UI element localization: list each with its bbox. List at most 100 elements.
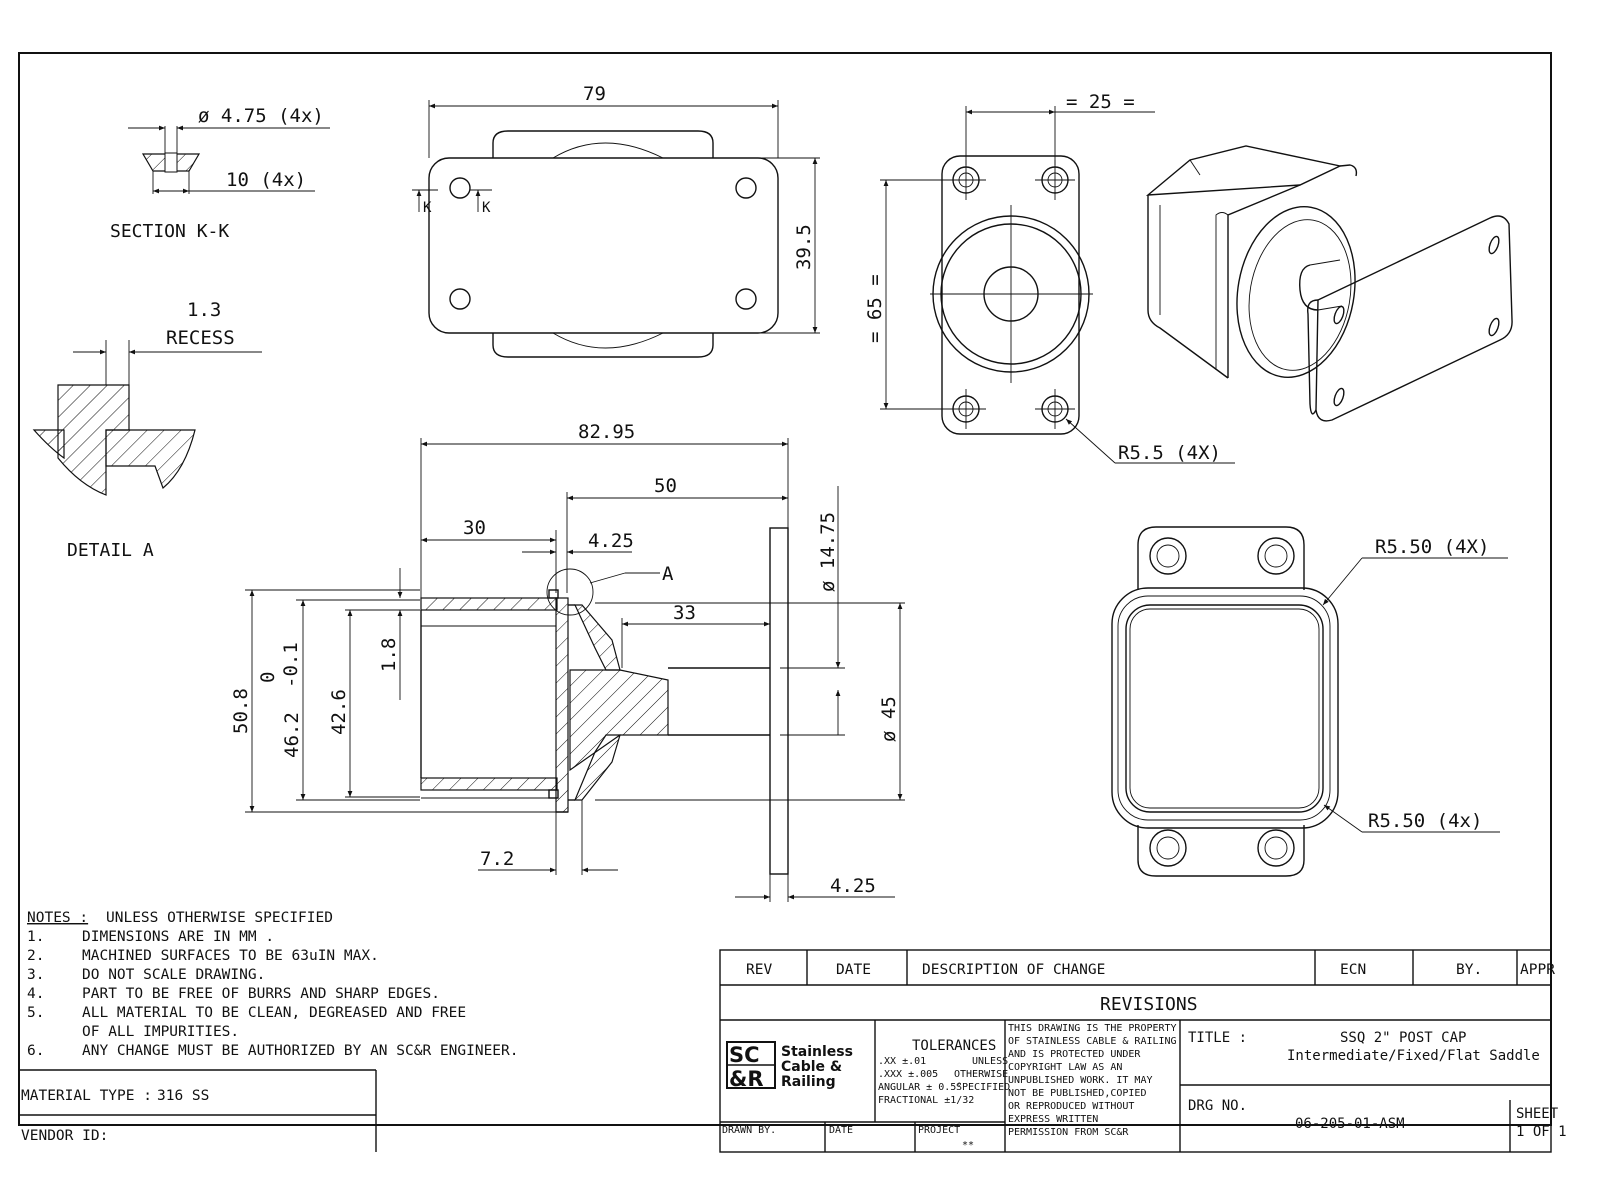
note-5-num: 5. — [27, 1005, 44, 1021]
svg-text:ANGULAR ± 0.5°: ANGULAR ± 0.5° — [878, 1082, 962, 1093]
material-value: 316 SS — [157, 1088, 209, 1104]
note-3-num: 3. — [27, 967, 44, 983]
svg-text:OTHERWISE: OTHERWISE — [954, 1069, 1008, 1080]
svg-text:&R: &R — [729, 1067, 763, 1091]
svg-text:.XXX ±.005: .XXX ±.005 — [878, 1069, 938, 1080]
recess-value: 1.3 — [187, 299, 221, 321]
dim-46-2: 46.2 — [281, 712, 303, 758]
radius-5-50-top-dim: R5.50 (4X) — [1375, 536, 1489, 558]
dim-4-25-top: 4.25 — [588, 530, 634, 552]
dim-42-6: 42.6 — [328, 689, 350, 735]
svg-text:TOLERANCES: TOLERANCES — [912, 1038, 996, 1054]
detail-a-view: 1.3 RECESS DETAIL A — [32, 299, 262, 561]
note-1-num: 1. — [27, 929, 44, 945]
section-view: 82.95 50 30 4.25 A 33 — [230, 421, 905, 902]
tolerance-upper: 0 — [257, 672, 279, 683]
section-k-marker-right: K — [482, 200, 491, 216]
date-label: DATE — [829, 1125, 853, 1136]
note-5-cont: OF ALL IMPURITIES. — [82, 1024, 239, 1040]
section-kk-label: SECTION K-K — [110, 221, 229, 242]
appr-col-header: APPR — [1520, 962, 1555, 978]
title-label: TITLE : — [1188, 1030, 1247, 1046]
end-view: = 25 = = 65 = R5.5 (4X) — [864, 91, 1235, 464]
note-2-text: MACHINED SURFACES TO BE 63uIN MAX. — [82, 948, 379, 964]
note-4-text: PART TO BE FREE OF BURRS AND SHARP EDGES… — [82, 986, 440, 1002]
isometric-view — [1145, 145, 1513, 422]
detail-a-callout: A — [662, 563, 674, 585]
detail-a-label: DETAIL A — [67, 540, 154, 561]
company-logo: SC &R Stainless Cable & Railing — [726, 1041, 853, 1091]
general-notes: NOTES : UNLESS OTHERWISE SPECIFIED 1. DI… — [27, 910, 519, 1059]
drg-no-label: DRG NO. — [1188, 1098, 1247, 1114]
section-kk-view: ø 4.75 (4x) 10 (4x) SECTION K-K — [110, 105, 330, 242]
tolerances-block: TOLERANCES .XX ±.01 UNLESS .XXX ±.005 OT… — [878, 1038, 1010, 1106]
copyright-notice: THIS DRAWING IS THE PROPERTY OF STAINLES… — [1008, 1023, 1177, 1138]
rev-col-header: REV — [746, 962, 772, 978]
title-line-2: Intermediate/Fixed/Flat Saddle — [1287, 1048, 1540, 1064]
top-view: 79 39.5 K K — [412, 83, 820, 358]
dim-65: = 65 = — [864, 274, 886, 343]
dim-82-95: 82.95 — [578, 421, 635, 443]
radius-5-5-dim: R5.5 (4X) — [1118, 442, 1221, 464]
note-5-text: ALL MATERIAL TO BE CLEAN, DEGREASED AND … — [82, 1005, 466, 1021]
vendor-label: VENDOR ID: — [21, 1128, 108, 1144]
svg-text:UNPUBLISHED WORK. IT MAY: UNPUBLISHED WORK. IT MAY — [1008, 1075, 1153, 1086]
svg-text:EXPRESS WRITTEN: EXPRESS WRITTEN — [1008, 1114, 1098, 1125]
dim-79: 79 — [583, 83, 606, 105]
dim-25: = 25 = — [1066, 91, 1135, 113]
svg-text:.XX ±.01: .XX ±.01 — [878, 1056, 926, 1067]
svg-text:THIS DRAWING IS THE PROPERTY: THIS DRAWING IS THE PROPERTY — [1008, 1023, 1177, 1034]
drg-no-value: 06-205-01-ASM — [1295, 1116, 1405, 1132]
dim-1-8: 1.8 — [378, 638, 400, 672]
note-6-num: 6. — [27, 1043, 44, 1059]
title-line-1: SSQ 2" POST CAP — [1340, 1030, 1466, 1046]
bottom-view: R5.50 (4X) R5.50 (4x) — [1111, 526, 1508, 877]
svg-text:Stainless: Stainless — [781, 1044, 853, 1060]
radius-5-50-bottom-dim: R5.50 (4x) — [1368, 810, 1482, 832]
desc-col-header: DESCRIPTION OF CHANGE — [922, 962, 1105, 978]
project-label: PROJECT — [918, 1125, 960, 1136]
svg-text:SPECIFIED: SPECIFIED — [956, 1082, 1010, 1093]
notes-heading: NOTES : — [27, 910, 88, 926]
revisions-table: REV DATE DESCRIPTION OF CHANGE ECN BY. A… — [719, 949, 1555, 1153]
counterbore-dim: 10 (4x) — [226, 169, 306, 191]
recess-label: RECESS — [166, 327, 235, 349]
note-3-text: DO NOT SCALE DRAWING. — [82, 967, 265, 983]
tolerance-lower: -0.1 — [280, 642, 302, 688]
svg-text:Railing: Railing — [781, 1074, 836, 1090]
svg-text:FRACTIONAL ±1/32: FRACTIONAL ±1/32 — [878, 1095, 974, 1106]
svg-text:UNLESS: UNLESS — [972, 1056, 1008, 1067]
sheet-value: 1 OF 1 — [1516, 1124, 1567, 1140]
svg-text:PERMISSION FROM SC&R: PERMISSION FROM SC&R — [1008, 1127, 1129, 1138]
sheet-border — [18, 52, 1552, 1126]
svg-text:SC: SC — [729, 1043, 760, 1067]
svg-text:OF STAINLESS CABLE & RAILING: OF STAINLESS CABLE & RAILING — [1008, 1036, 1177, 1047]
hole-diameter-dim: ø 4.75 (4x) — [198, 105, 324, 127]
date-col-header: DATE — [836, 962, 871, 978]
revisions-title: REVISIONS — [1100, 994, 1198, 1015]
note-4-num: 4. — [27, 986, 44, 1002]
dim-dia-45: ø 45 — [878, 696, 900, 742]
dim-39-5: 39.5 — [793, 224, 815, 270]
dim-dia-14-75: ø 14.75 — [817, 512, 839, 592]
dim-50: 50 — [654, 475, 677, 497]
by-col-header: BY. — [1456, 962, 1482, 978]
dim-33: 33 — [673, 602, 696, 624]
dim-50-8: 50.8 — [230, 688, 252, 734]
material-vendor-block: MATERIAL TYPE : 316 SS VENDOR ID: — [19, 1069, 377, 1152]
section-k-marker-left: K — [423, 200, 432, 216]
svg-text:NOT BE PUBLISHED,COPIED: NOT BE PUBLISHED,COPIED — [1008, 1088, 1146, 1099]
sheet-label: SHEET — [1516, 1106, 1559, 1122]
svg-text:OR REPRODUCED WITHOUT: OR REPRODUCED WITHOUT — [1008, 1101, 1134, 1112]
note-2-num: 2. — [27, 948, 44, 964]
svg-text:Cable &: Cable & — [781, 1059, 842, 1075]
svg-text:COPYRIGHT LAW AS AN: COPYRIGHT LAW AS AN — [1008, 1062, 1122, 1073]
dim-4-25-bottom: 4.25 — [830, 875, 876, 897]
svg-text:AND IS PROTECTED UNDER: AND IS PROTECTED UNDER — [1008, 1049, 1141, 1060]
drawn-by-label: DRAWN BY. — [722, 1125, 776, 1136]
dim-30: 30 — [463, 517, 486, 539]
note-6-text: ANY CHANGE MUST BE AUTHORIZED BY AN SC&R… — [82, 1043, 519, 1059]
note-1-text: DIMENSIONS ARE IN MM . — [82, 929, 274, 945]
title-block: SC &R Stainless Cable & Railing TOLERANC… — [720, 1020, 1567, 1152]
